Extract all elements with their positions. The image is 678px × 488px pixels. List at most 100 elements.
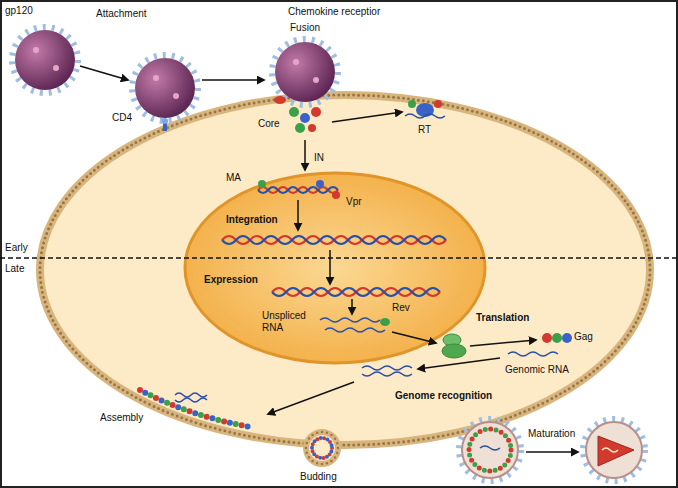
step-arrow <box>329 250 331 284</box>
stage-label: Budding <box>300 471 337 483</box>
host-dna <box>222 236 446 244</box>
cell-membrane <box>40 95 650 445</box>
step-arrow <box>304 140 306 170</box>
gag-lattice <box>140 390 250 427</box>
step-arrow <box>351 299 353 314</box>
reverse-transcriptase <box>405 114 445 118</box>
preintegration-complex <box>258 180 340 199</box>
gag-lattice <box>140 390 250 427</box>
virion <box>272 39 338 105</box>
viral-rna <box>508 352 558 356</box>
stage-label: Genome recognition <box>395 390 492 402</box>
viral-rna <box>325 328 385 332</box>
virion <box>12 27 338 121</box>
gag-lattice <box>140 390 250 427</box>
immature-virion <box>459 419 521 481</box>
virion <box>275 42 335 102</box>
reverse-transcriptase <box>434 100 442 108</box>
step-arrow <box>526 451 578 453</box>
step-arrow <box>418 358 500 369</box>
budding-virion <box>312 438 332 458</box>
mature-virion <box>586 422 642 478</box>
viral-rna <box>380 318 390 326</box>
chemokine-receptor <box>274 96 286 104</box>
virion <box>153 75 159 81</box>
host-dna <box>272 288 440 296</box>
virion <box>12 27 78 93</box>
preintegration-complex <box>258 180 266 188</box>
step-arrow <box>268 382 354 414</box>
cd4-receptor <box>162 118 168 124</box>
nucleus <box>185 173 485 363</box>
virion <box>135 58 195 118</box>
virion <box>33 47 39 53</box>
mature-virion <box>583 419 645 481</box>
part-label: CD4 <box>112 112 132 124</box>
gag-lattice <box>175 398 207 402</box>
viral-core <box>308 124 316 132</box>
virion <box>313 77 319 83</box>
reverse-transcriptase <box>408 100 416 108</box>
part-label: gp120 <box>5 5 33 17</box>
stage-label: Attachment <box>96 8 147 20</box>
virion <box>15 30 75 90</box>
preintegration-complex <box>258 187 338 193</box>
step-arrow <box>80 66 128 80</box>
reverse-transcriptase <box>405 100 445 118</box>
stage-label: Assembly <box>100 412 143 424</box>
viral-core <box>311 107 321 117</box>
gag-protein <box>542 333 572 343</box>
part-label: Genomic RNA <box>505 364 569 376</box>
gag-protein <box>562 333 572 343</box>
preintegration-complex <box>332 191 340 199</box>
host-dna <box>222 236 446 296</box>
cell-membrane <box>40 95 650 445</box>
part-label: Chemokine receptior <box>288 6 380 18</box>
cell-membrane <box>40 95 650 445</box>
part-label: RT <box>418 124 431 136</box>
stage-label: Translation <box>476 312 529 324</box>
preintegration-complex <box>258 187 338 193</box>
budding-virion <box>306 432 338 464</box>
host-dna <box>222 236 446 244</box>
part-label: Core <box>258 118 280 130</box>
step-arrow <box>80 66 578 452</box>
ribosome <box>442 344 466 358</box>
step-arrow <box>297 200 299 230</box>
nucleus <box>185 173 485 363</box>
stage-label: Fusion <box>290 22 320 34</box>
early-late-divider <box>0 257 678 259</box>
immature-virion <box>469 429 511 471</box>
viral-core <box>289 107 321 133</box>
viral-rna <box>320 318 380 322</box>
immature-virion <box>480 446 500 450</box>
host-dna <box>272 288 440 296</box>
step-arrow <box>392 332 436 343</box>
mature-virion <box>602 448 618 452</box>
gag-protein <box>542 333 552 343</box>
part-label: Vpr <box>346 196 362 208</box>
viral-core <box>300 113 310 123</box>
phase-label: Late <box>5 263 24 275</box>
virion <box>173 93 179 99</box>
part-label: IN <box>314 152 324 164</box>
stage-label: Expression <box>204 274 258 286</box>
part-label: Unspliced RNA <box>262 310 312 334</box>
part-label: Gag <box>574 331 593 343</box>
stage-label: Integration <box>226 214 278 226</box>
mature-virion <box>598 436 634 466</box>
viral-core <box>295 123 305 133</box>
mature-virion <box>583 419 645 481</box>
virion <box>293 59 299 65</box>
gag-protein <box>552 333 562 343</box>
gag-lattice <box>140 390 250 427</box>
part-label: MA <box>226 172 241 184</box>
stage-label: Maturation <box>528 428 575 440</box>
step-arrow <box>332 112 402 122</box>
immature-virion <box>469 429 511 471</box>
viral-rna <box>362 372 412 376</box>
cd4-receptor <box>162 118 168 131</box>
